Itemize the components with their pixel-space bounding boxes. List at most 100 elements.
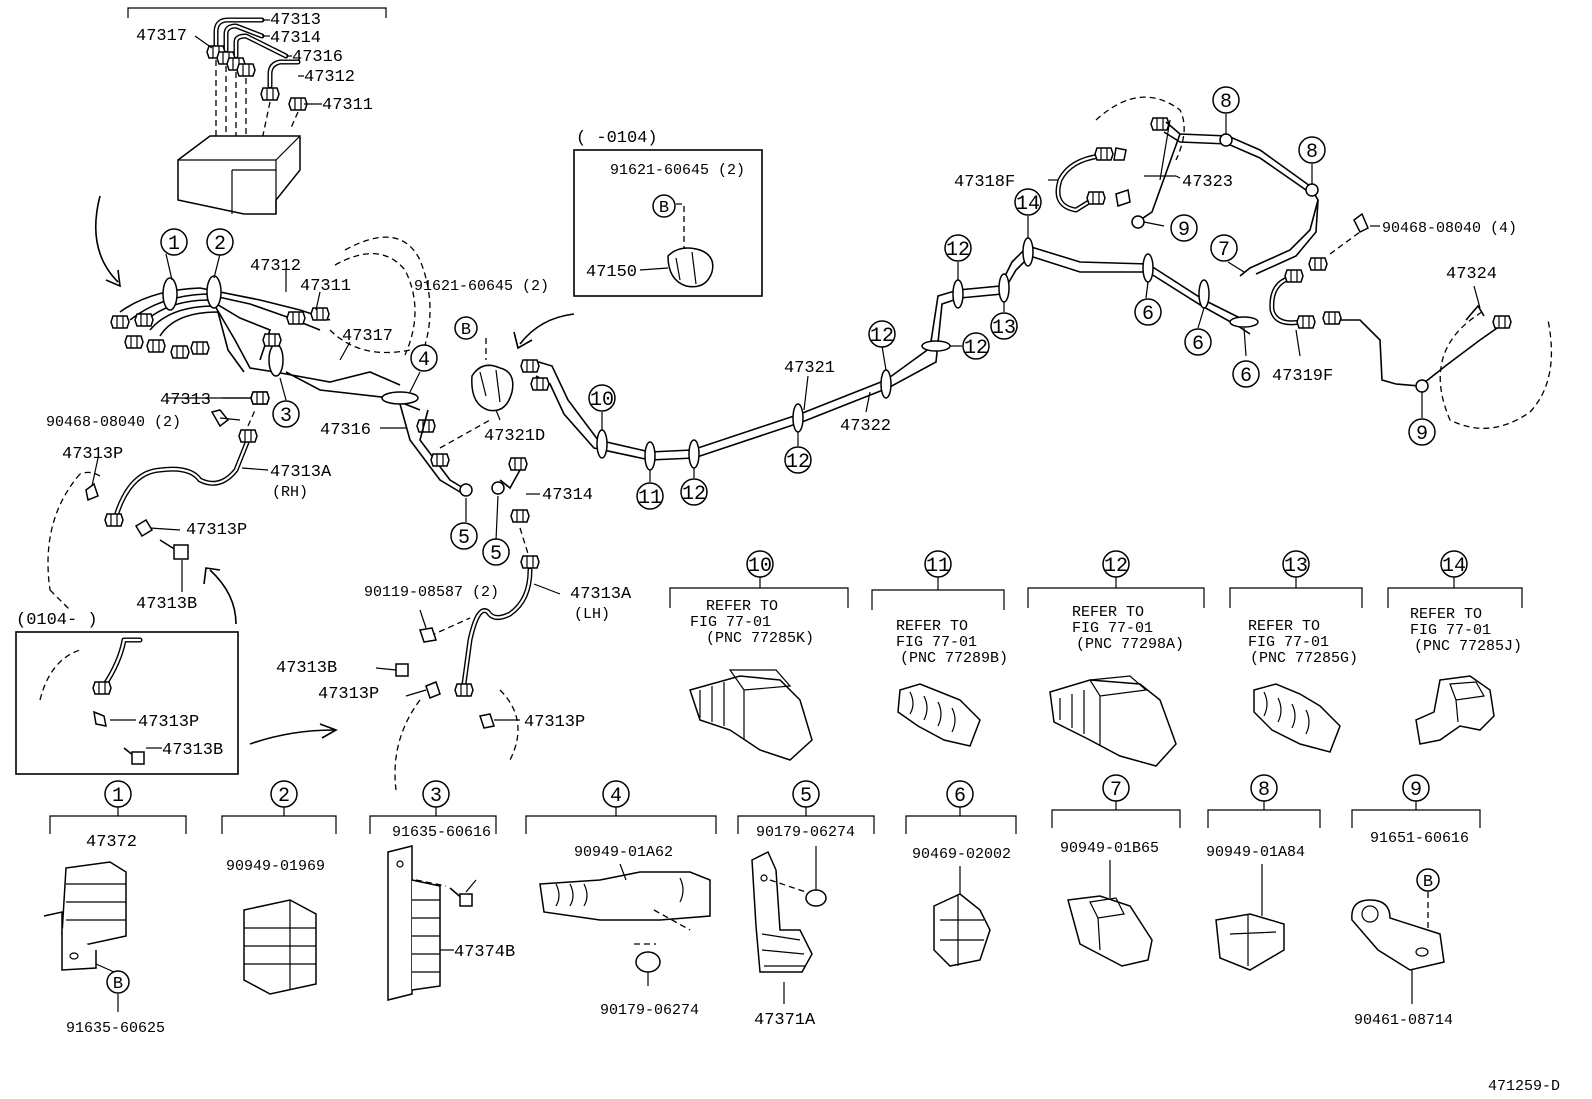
label-47316-top: 47316: [292, 48, 343, 67]
refer13-line1: REFER TO: [1248, 618, 1320, 635]
label-90461-08714: 90461-08714: [1354, 1012, 1453, 1029]
refer13-line2: FIG 77-01: [1248, 634, 1329, 651]
detail-5: 5 90179-06274 47371A: [737, 780, 875, 1030]
refer10-pnc: (PNC 77285K): [706, 630, 814, 647]
brake-valve-47321d: [471, 364, 514, 412]
callout-5-a: 5: [458, 527, 470, 550]
refer11-line2: FIG 77-01: [896, 634, 977, 651]
clamp-90949-01969: [243, 899, 317, 995]
callout-6-tube-b: 6: [1192, 333, 1204, 356]
label-47371a: 47371A: [754, 1011, 816, 1030]
refer14-line2: FIG 77-01: [1410, 622, 1491, 639]
refer-group-12: 12 REFER TO FIG 77-01 (PNC 77298A): [1027, 550, 1205, 767]
refer12-line2: FIG 77-01: [1072, 620, 1153, 637]
callout-4-top: 4: [418, 349, 430, 372]
label-47313: 47313: [160, 391, 211, 410]
label-47311: 47311: [300, 277, 351, 296]
callout-2-detail: 2: [278, 785, 290, 808]
rh-flex-hose-group: 90468-08040 (2) 47313P 47313A (RH) 47313…: [46, 391, 332, 625]
detail-2: 2 90949-01969: [221, 780, 337, 995]
label-90469-02002: 90469-02002: [912, 846, 1011, 863]
clamp-14-illustration: [1415, 675, 1495, 745]
callout-2-top: 2: [214, 233, 226, 256]
label-47313a-lh: 47313A: [570, 585, 632, 604]
label-47374b: 47374B: [454, 943, 515, 962]
label-91635-60616: 91635-60616: [392, 824, 491, 841]
label-47318f: 47318F: [954, 173, 1015, 192]
inset-range-after: (0104- ): [16, 611, 98, 630]
callout-1-detail: 1: [112, 785, 124, 808]
label-lh: (LH): [574, 606, 610, 623]
clamp-10-illustration: [689, 675, 813, 761]
front-tube-bundle: 1 2 3 4 5 5 B 47312 47311 47317 47313 47…: [110, 228, 593, 566]
label-47312: 47312: [250, 257, 301, 276]
callout-1-top: 1: [168, 233, 180, 256]
label-47313p-rh: 47313P: [186, 521, 247, 540]
detail-7: 7 90949-01B65: [1051, 774, 1181, 967]
rear-hoses-group: 8 8 9 9 7 47318F 47323 47319F 90468-0804…: [954, 86, 1553, 446]
callout-b-valve: B: [461, 321, 471, 340]
label-47322: 47322: [840, 417, 891, 436]
label-47372: 47372: [86, 833, 137, 852]
callout-13-tube: 13: [992, 317, 1016, 340]
callout-7-tube: 7: [1218, 239, 1230, 262]
label-47323: 47323: [1182, 173, 1233, 192]
callout-5-b: 5: [490, 543, 502, 566]
brake-actuator: [177, 135, 301, 215]
callout-b-9: B: [1423, 873, 1433, 892]
clamp-90461-08714: [1351, 899, 1445, 971]
callout-13-detail: 13: [1284, 555, 1308, 578]
label-47316: 47316: [320, 421, 371, 440]
actuator-bracket-line: [127, 7, 387, 18]
callout-3-top: 3: [280, 405, 292, 428]
refer11-pnc: (PNC 77289B): [900, 650, 1008, 667]
callout-8-b: 8: [1306, 141, 1318, 164]
label-47321d: 47321D: [484, 427, 545, 446]
label-47314: 47314: [542, 486, 593, 505]
nut-90179-06274-d4: [635, 951, 661, 973]
label-91635-60625: 91635-60625: [66, 1020, 165, 1037]
label-47313b-rh: 47313B: [136, 595, 197, 614]
label-90179-06274-d5: 90179-06274: [756, 824, 855, 841]
refer12-pnc: (PNC 77298A): [1076, 636, 1184, 653]
refer10-line1: REFER TO: [706, 598, 778, 615]
callout-11-tube: 11: [638, 487, 662, 510]
label-47314-top: 47314: [270, 29, 321, 48]
label-47313-top: 47313: [270, 11, 321, 30]
clamp-13-illustration: [1253, 683, 1341, 753]
label-47312-top: 47312: [304, 68, 355, 87]
label-47321: 47321: [784, 359, 835, 378]
callout-12-tube-a: 12: [682, 483, 706, 506]
clamp-47372: [61, 861, 127, 947]
inset-box-upper: [573, 149, 763, 297]
callout-8-detail: 8: [1258, 779, 1270, 802]
bracket-47374b: [387, 845, 413, 1001]
callout-9-detail: 9: [1410, 779, 1422, 802]
label-47317-top: 47317: [136, 27, 187, 46]
callout-b-inset: B: [659, 199, 669, 218]
brake-valve-47150: [667, 247, 714, 288]
label-47313b-lh: 47313B: [276, 659, 337, 678]
callout-5-detail: 5: [800, 785, 812, 808]
clamp-90949-01a84: [1215, 913, 1285, 971]
callout-12-tube-c: 12: [870, 325, 894, 348]
label-90949-01a84: 90949-01A84: [1206, 844, 1305, 861]
label-91621-inset: 91621-60645 (2): [610, 162, 745, 179]
label-47313p-rh-top: 47313P: [62, 445, 123, 464]
callout-9-a: 9: [1178, 219, 1190, 242]
callout-12-tube-b: 12: [786, 451, 810, 474]
detail-9: 9 91651-60616 B 90461-08714: [1351, 774, 1481, 1029]
label-rh: (RH): [272, 484, 308, 501]
callout-7-detail: 7: [1110, 779, 1122, 802]
callout-10-tube: 10: [590, 389, 614, 412]
label-91651-60616: 91651-60616: [1370, 830, 1469, 847]
refer14-pnc: (PNC 77285J): [1414, 638, 1522, 655]
clamp-11-illustration: [897, 683, 981, 747]
callout-9-b: 9: [1416, 423, 1428, 446]
label-47317: 47317: [342, 327, 393, 346]
label-90468-2: 90468-08040 (2): [46, 414, 181, 431]
callout-12-tube-e: 12: [946, 239, 970, 262]
label-47313b-inset: 47313B: [162, 741, 223, 760]
label-90468-4: 90468-08040 (4): [1382, 220, 1517, 237]
